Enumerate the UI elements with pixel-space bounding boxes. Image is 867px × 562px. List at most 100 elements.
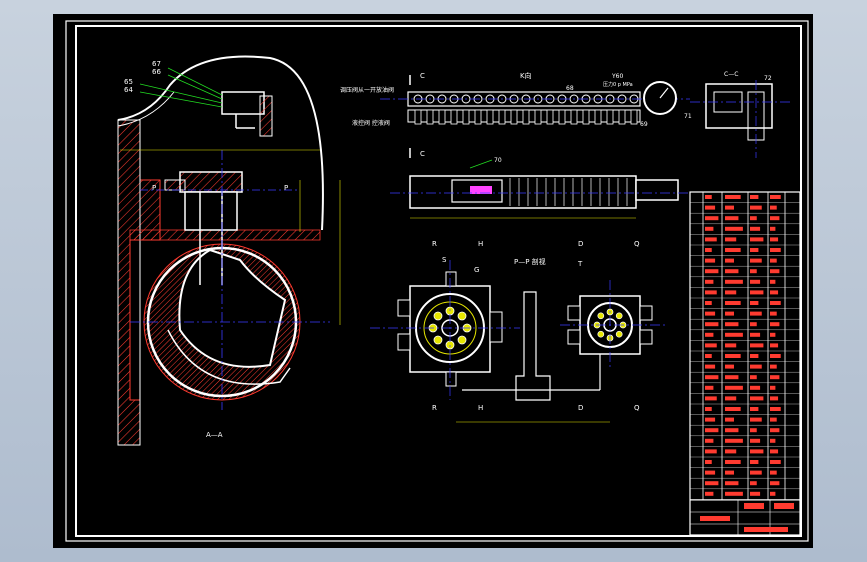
parts-entry-mark <box>725 205 734 210</box>
pp-right-hole <box>615 330 623 338</box>
mark-h-bottom: H <box>478 404 483 412</box>
manifold-valve-body <box>462 109 470 125</box>
section-p-left: P <box>152 184 156 192</box>
parts-entry-mark <box>770 332 776 337</box>
parts-entry-mark <box>725 417 734 422</box>
pp-right-port-c <box>639 305 653 321</box>
parts-entry-mark <box>770 301 781 305</box>
parts-entry-mark <box>705 248 712 252</box>
manifold-valve-body <box>594 109 602 125</box>
mark-d-bottom: D <box>578 404 583 412</box>
parts-entry-mark <box>705 205 716 210</box>
pp-left-port-a <box>397 299 411 317</box>
mark-q-top: Q <box>634 240 640 248</box>
parts-entry-mark <box>705 460 712 464</box>
pp-section-title: P—P 剖视 <box>514 257 546 266</box>
parts-entry-mark <box>725 195 741 199</box>
manifold-valve-body <box>546 109 554 125</box>
parts-entry-mark <box>770 205 777 210</box>
parts-entry-mark <box>770 311 777 316</box>
gauge-needle <box>659 87 669 99</box>
parts-entry-mark <box>705 216 719 221</box>
pp-left-port-c <box>489 311 503 343</box>
manifold-valve-body <box>582 109 590 125</box>
k-view-manifold: K向 C C 调压阀从一开放油阀 液控阀 控液阀 68 69 Y60 压力0 p… <box>340 71 790 158</box>
leader-67 <box>167 67 223 96</box>
balloon-67: 67 <box>152 60 161 68</box>
parts-entry-mark <box>725 226 743 231</box>
parts-list-rows <box>690 202 800 500</box>
parts-entry-mark <box>705 258 716 263</box>
valve-block <box>221 91 265 115</box>
gauge-label: Y60 <box>611 73 623 80</box>
parts-entry-mark <box>750 438 761 443</box>
leader-66 <box>167 74 223 100</box>
outer-border <box>65 20 809 542</box>
leader-65 <box>139 83 223 104</box>
c-mark-left-top: C <box>420 72 425 80</box>
parts-entry-mark <box>770 417 777 422</box>
parts-entry-mark <box>705 332 714 337</box>
balloon-71: 71 <box>684 113 692 120</box>
parts-entry-mark <box>750 301 759 305</box>
balloon-69: 69 <box>640 121 648 128</box>
note-pressure-valve: 调压阀从一开放油阀 <box>340 86 394 94</box>
parts-entry-mark <box>750 311 762 316</box>
parts-entry-mark <box>725 428 739 433</box>
manifold-valve-body <box>606 109 614 125</box>
manifold-valve-body <box>438 109 446 125</box>
c-c-view-title: C—C <box>724 71 738 78</box>
balloon-72: 72 <box>764 75 772 82</box>
parts-entry-mark <box>770 470 777 475</box>
parts-entry-mark <box>705 438 714 443</box>
parts-entry-mark <box>750 343 764 348</box>
parts-entry-mark <box>705 375 719 380</box>
parts-entry-mark <box>750 385 761 390</box>
parts-entry-mark <box>725 311 734 316</box>
parts-entry-mark <box>725 396 737 401</box>
cylinder-body <box>184 191 238 231</box>
parts-entry-mark <box>770 216 780 221</box>
parts-entry-mark <box>750 279 761 284</box>
manifold-valve-body <box>486 109 494 125</box>
title-block-mark-b <box>774 503 794 509</box>
mark-r-bottom: R <box>432 404 437 412</box>
parts-entry-mark <box>725 279 743 284</box>
parts-entry-mark <box>750 237 764 242</box>
parts-entry-mark <box>705 226 714 231</box>
parts-entry-mark <box>750 226 761 231</box>
parts-entry-mark <box>750 269 757 274</box>
balloon-70: 70 <box>494 157 502 164</box>
parts-entry-mark <box>725 269 739 274</box>
pp-right-port-a <box>567 305 581 321</box>
title-block-mark-c <box>700 516 730 521</box>
parts-entry-mark <box>705 407 712 411</box>
title-block-mark-a <box>744 503 764 509</box>
parts-entry-mark <box>750 491 761 496</box>
leader-64 <box>139 91 223 108</box>
parts-entry-mark <box>750 195 759 199</box>
pp-left-port-b <box>397 333 411 351</box>
parts-entry-mark <box>770 449 779 454</box>
parts-entry-mark <box>770 343 779 348</box>
manifold-valve-body <box>558 109 566 125</box>
parts-entry-mark <box>750 481 757 486</box>
pp-left-top-port <box>445 271 457 287</box>
parts-entry-mark <box>725 354 741 358</box>
bracket-arc-inner <box>117 91 175 127</box>
parts-entry-mark <box>750 258 762 263</box>
mark-h-top: H <box>478 240 483 248</box>
parts-list-table <box>689 191 801 536</box>
inlet-port <box>164 179 186 191</box>
parts-entry-mark <box>770 481 780 486</box>
mark-g: G <box>474 266 479 274</box>
title-block-mark-d <box>744 527 788 532</box>
mark-t: T <box>577 260 583 268</box>
parts-entry-mark <box>770 438 776 443</box>
mark-r-top: R <box>432 240 437 248</box>
manifold-valves <box>413 94 639 125</box>
elevation-accent <box>470 186 492 194</box>
parts-entry-mark <box>725 248 741 252</box>
parts-entry-mark <box>750 449 764 454</box>
